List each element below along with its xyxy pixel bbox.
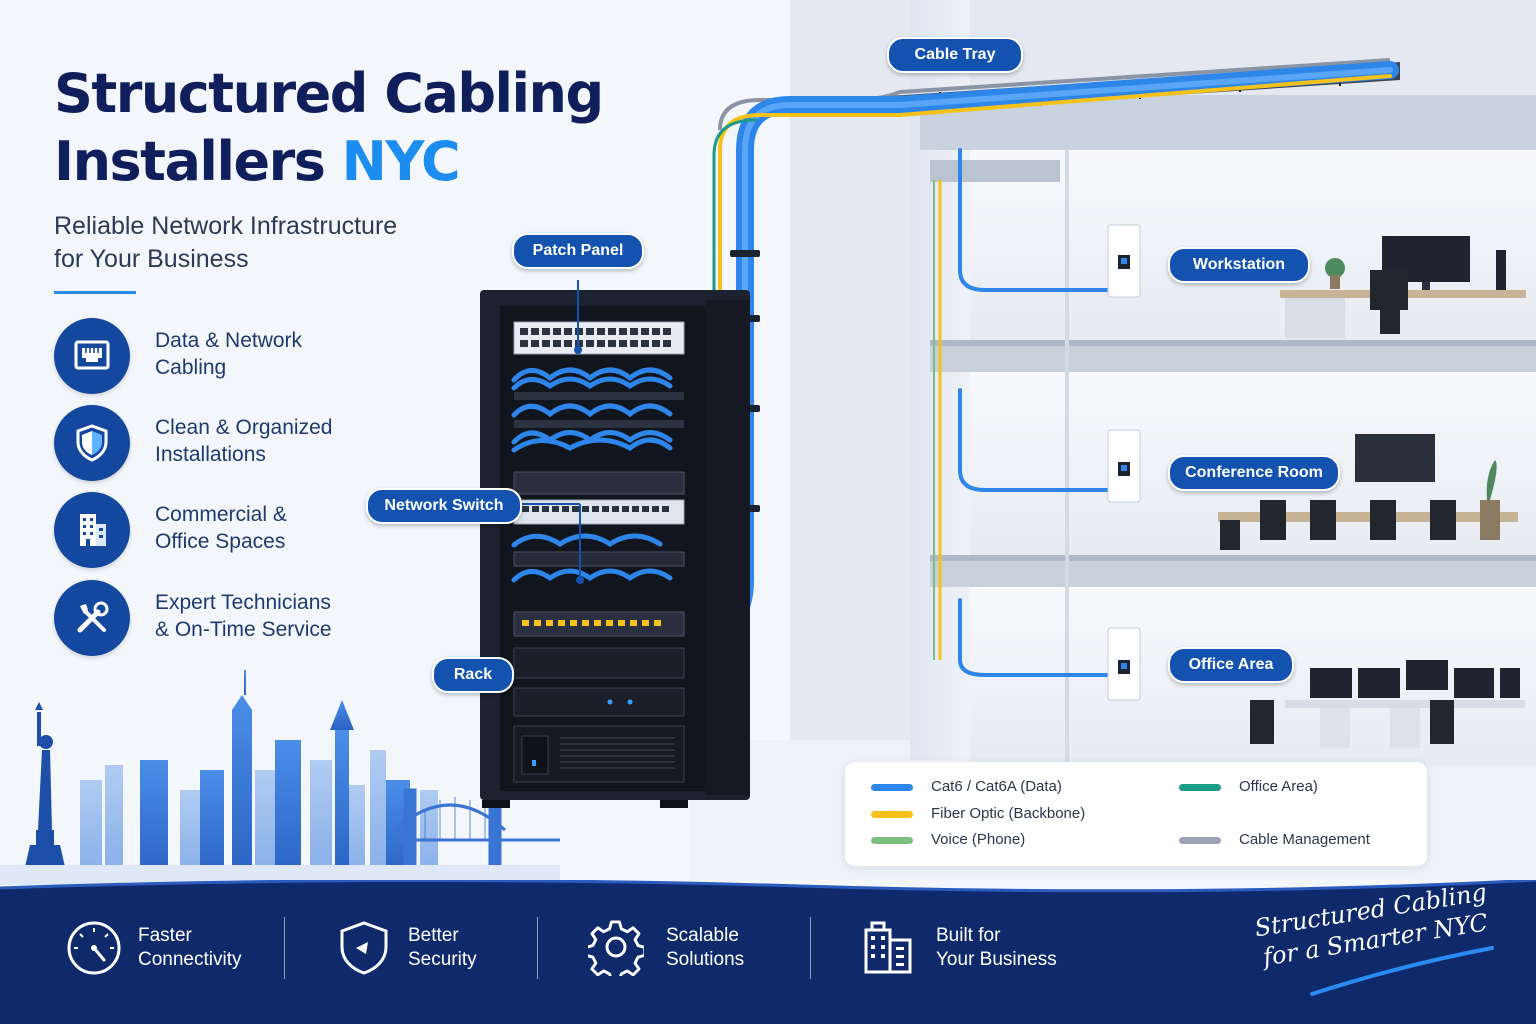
legend-label: Office Area): [1239, 778, 1318, 795]
callout-conference-room: Conference Room: [1168, 455, 1340, 491]
legend-swatch: [1179, 784, 1221, 791]
legend-label: Voice (Phone): [931, 831, 1026, 848]
divider: [284, 917, 285, 979]
security-shield-icon: [340, 921, 388, 975]
subtitle: Reliable Network Infrastructure for Your…: [54, 210, 484, 276]
cable-legend: Cat6 / Cat6A (Data) Fiber Optic (Backbon…: [845, 762, 1427, 866]
feature-label: Commercial &Office Spaces: [155, 503, 287, 553]
legend-swatch: [871, 811, 913, 818]
divider: [537, 917, 538, 979]
divider: [810, 917, 811, 979]
title-line-1: Structured Cabling: [54, 62, 604, 125]
callout-cable-tray: Cable Tray: [887, 37, 1023, 73]
legend-swatch: [1179, 837, 1221, 844]
server-rack-illustration: [480, 280, 750, 808]
accent-rule: [54, 291, 136, 294]
bottom-banner-background: [0, 880, 1536, 1024]
speedometer-icon: [67, 921, 121, 975]
ethernet-port-icon: [54, 318, 130, 394]
tools-icon: [54, 580, 130, 656]
gear-icon: [588, 920, 644, 976]
feature-item-commercial: Commercial &Office Spaces: [54, 492, 414, 570]
callout-patch-panel: Patch Panel: [512, 233, 644, 269]
callout-rack: Rack: [432, 657, 514, 693]
callout-office-area: Office Area: [1168, 647, 1294, 683]
legend-swatch: [871, 784, 913, 791]
building-cutaway-illustration: [690, 0, 1536, 880]
subtitle-line-2: for Your Business: [54, 245, 249, 273]
title-accent: NYC: [341, 130, 461, 193]
feature-label: Expert Technicians& On-Time Service: [155, 591, 332, 641]
shield-icon: [54, 405, 130, 481]
feature-item-technicians: Expert Technicians& On-Time Service: [54, 580, 414, 658]
legend-label: Cat6 / Cat6A (Data): [931, 778, 1062, 795]
callout-workstation: Workstation: [1168, 247, 1310, 283]
legend-label: Fiber Optic (Backbone): [931, 805, 1086, 822]
subtitle-line-1: Reliable Network Infrastructure: [54, 212, 398, 240]
title-line-2: Installers: [54, 130, 326, 193]
page-title: Structured Cabling Installers NYC: [54, 60, 674, 196]
callout-network-switch: Network Switch: [366, 488, 522, 524]
legend-label: Cable Management: [1239, 831, 1370, 848]
buildings-icon: [54, 492, 130, 568]
building-icon: [864, 921, 912, 974]
legend-swatch: [871, 837, 913, 844]
tagline-swoosh: [1310, 946, 1494, 996]
nyc-skyline-illustration: [0, 670, 560, 885]
